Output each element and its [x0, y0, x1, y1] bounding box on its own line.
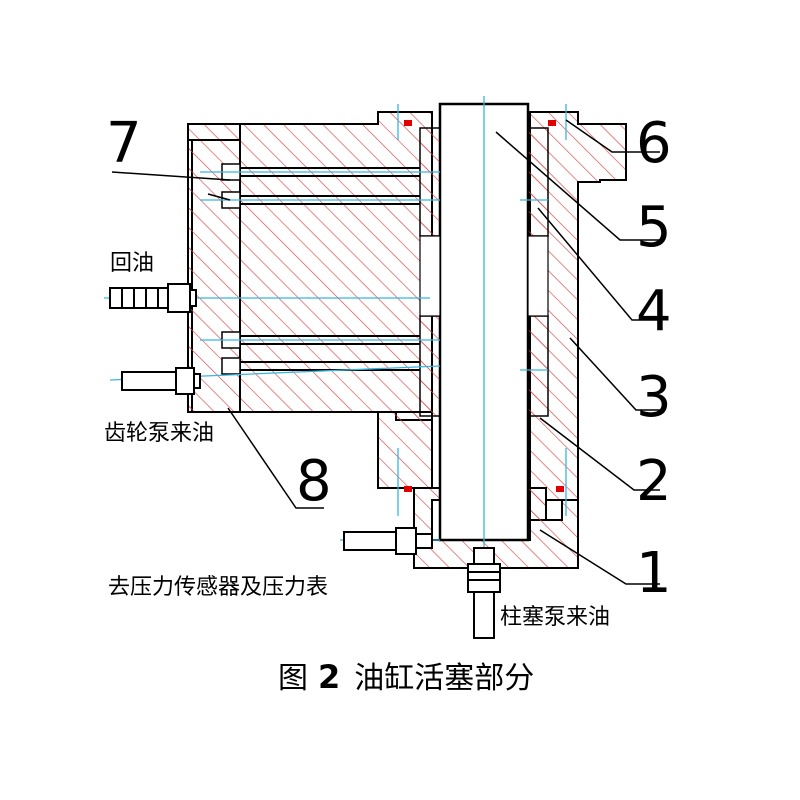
- bore-gap-left: [419, 235, 441, 317]
- caption-title: 油缸活塞部分: [354, 661, 534, 696]
- guide-sleeve-lower-right: [527, 315, 549, 417]
- plunger-pump-oil-label: 柱塞泵来油: [500, 605, 610, 630]
- gear-pump-fitting: [121, 367, 201, 395]
- bore-gap-right: [527, 235, 549, 317]
- part-number-3: 3: [636, 365, 672, 430]
- guide-sleeve-upper-right: [527, 127, 549, 237]
- part-number-6: 6: [636, 111, 672, 176]
- leader-lines: [111, 119, 660, 585]
- oil-passages: [232, 167, 420, 371]
- gear-pump-oil-label: 齿轮泵来油: [104, 421, 214, 446]
- return-oil-label: 回油: [110, 251, 154, 276]
- part-number-7: 7: [106, 111, 142, 176]
- caption-prefix: 图: [278, 661, 308, 696]
- plunger-pump-fitting: [467, 547, 501, 639]
- guide-sleeve-upper-left: [419, 127, 441, 237]
- part-number-1: 1: [636, 541, 672, 606]
- block-neck: [377, 411, 433, 489]
- caption-number: 2: [318, 658, 340, 696]
- return-oil-fitting: [109, 283, 197, 313]
- part-number-4: 4: [636, 279, 672, 344]
- figure-caption: 图 2 油缸活塞部分: [278, 658, 534, 696]
- part-number-5: 5: [636, 195, 672, 260]
- sensor-fitting: [343, 527, 433, 555]
- part-number-2: 2: [636, 449, 672, 514]
- seal-marks: [404, 120, 564, 492]
- part-number-8: 8: [296, 449, 332, 514]
- to-sensor-label: 去压力传感器及压力表: [108, 575, 328, 600]
